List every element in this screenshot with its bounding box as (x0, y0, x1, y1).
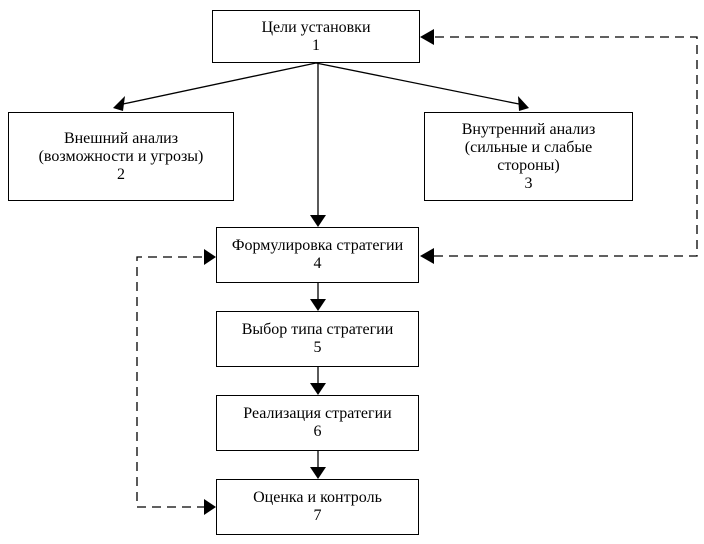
arrowhead-box-3 (518, 96, 529, 111)
node-goals-number: 1 (312, 36, 320, 54)
arrowhead-box-1-right (420, 29, 434, 45)
node-strategy-type-choice: Выбор типа стратегии 5 (216, 311, 419, 367)
node-strategy-formulation-title: Формулировка стратегии (231, 237, 404, 254)
node-goals: Цели установки 1 (212, 10, 420, 63)
arrowhead-box-6-top (310, 383, 326, 395)
arrowhead-box-7-top (310, 467, 326, 479)
edge-7-4-feedback (136, 256, 206, 508)
node-internal-analysis-subtitle-2: стороны) (497, 156, 560, 174)
arrowhead-box-5-top (310, 299, 326, 311)
node-evaluation-control: Оценка и контроль 7 (216, 479, 419, 535)
arrowhead-box-4-right (420, 248, 434, 264)
arrowhead-box-7-left (204, 499, 216, 515)
node-external-analysis-title: Внешний анализ (63, 129, 179, 147)
edge-1-2 (122, 62, 317, 105)
node-strategy-type-choice-number: 5 (313, 339, 322, 356)
node-external-analysis-subtitle: (возможности и угрозы) (38, 147, 204, 165)
node-strategy-formulation-number: 4 (313, 255, 322, 272)
node-evaluation-control-title: Оценка и контроль (253, 489, 382, 506)
arrowhead-box-4-top (310, 215, 326, 227)
node-strategy-type-choice-title: Выбор типа стратегии (241, 321, 394, 338)
node-external-analysis: Внешний анализ (возможности и угрозы) 2 (8, 112, 234, 201)
node-strategy-implementation-title: Реализация стратегии (243, 405, 392, 422)
node-strategy-implementation-number: 6 (313, 423, 322, 440)
node-internal-analysis-title: Внутренний анализ (461, 120, 596, 138)
arrowhead-box-2 (113, 96, 125, 111)
node-internal-analysis: Внутренний анализ (сильные и слабые стор… (424, 112, 633, 201)
arrowhead-box-4-left (204, 249, 216, 265)
node-internal-analysis-subtitle-1: (сильные и слабые (464, 138, 593, 156)
node-external-analysis-number: 2 (117, 165, 125, 183)
edge-1-3 (315, 62, 520, 105)
node-strategy-implementation: Реализация стратегии 6 (216, 395, 419, 451)
node-evaluation-control-number: 7 (313, 507, 322, 524)
node-goals-title: Цели установки (261, 18, 371, 36)
node-strategy-formulation: Формулировка стратегии 4 (216, 227, 419, 283)
node-internal-analysis-number: 3 (524, 174, 533, 192)
